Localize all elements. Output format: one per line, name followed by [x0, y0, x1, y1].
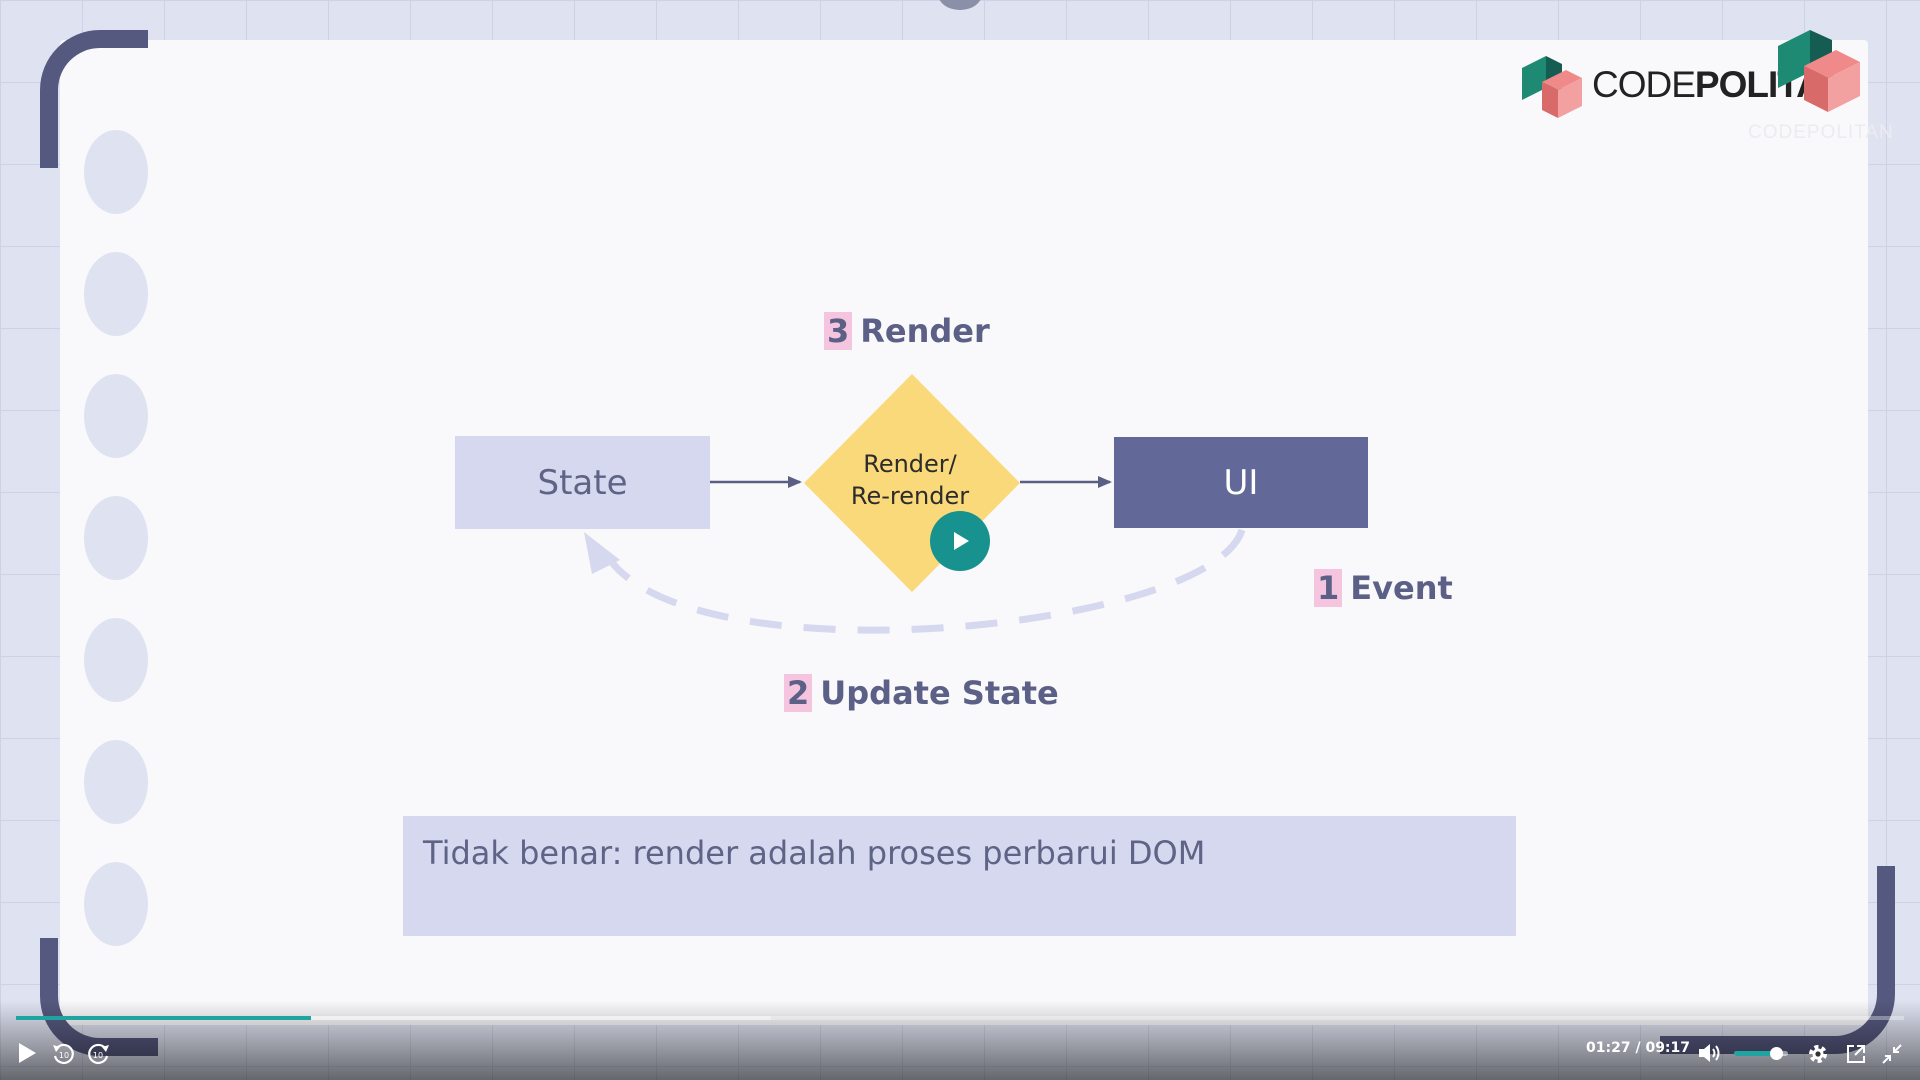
- player-controls-bar: [0, 1000, 1920, 1080]
- volume-level: [1734, 1051, 1777, 1056]
- binder-notch: [84, 740, 148, 824]
- duration: 09:17: [1645, 1040, 1691, 1056]
- step-number: 2: [784, 674, 813, 712]
- render-node-label: Render/ Re-render: [790, 440, 1030, 520]
- rewind-10-button[interactable]: 10: [50, 1040, 78, 1068]
- binder-notch: [84, 862, 148, 946]
- render-node-line1: Render/: [863, 450, 957, 478]
- render-node-line2: Re-render: [850, 482, 970, 510]
- binder-notch: [84, 618, 148, 702]
- center-play-button[interactable]: [930, 511, 990, 571]
- current-time: 01:27: [1586, 1040, 1631, 1056]
- top-knob: [938, 0, 982, 10]
- svg-text:10: 10: [93, 1051, 103, 1060]
- svg-text:10: 10: [59, 1051, 69, 1060]
- ui-node: UI: [1114, 437, 1368, 528]
- step-number: 3: [824, 312, 853, 350]
- forward-10-icon: 10: [88, 1043, 109, 1065]
- mute-button[interactable]: [1696, 1040, 1724, 1066]
- binder-notch: [84, 496, 148, 580]
- time-display: 01:27 / 09:17: [1586, 1040, 1690, 1056]
- progress-bar[interactable]: [16, 1016, 1904, 1020]
- binder-notch: [84, 374, 148, 458]
- play-icon: [19, 1043, 36, 1063]
- time-separator: /: [1635, 1040, 1641, 1056]
- codepolitan-logo: CODEPOLITAN: [1512, 30, 1872, 122]
- popout-icon: [1847, 1045, 1865, 1063]
- logo-cube-large-icon: [1778, 30, 1860, 112]
- rewind-10-icon: 10: [53, 1043, 74, 1065]
- progress-buffered: [16, 1016, 772, 1020]
- state-node: State: [455, 436, 710, 529]
- binder-notch: [84, 252, 148, 336]
- volume-slider[interactable]: [1734, 1047, 1788, 1060]
- dashed-update-arc: [607, 528, 1246, 634]
- step-text: Render: [860, 312, 990, 350]
- play-icon: [954, 532, 969, 550]
- logo-watermark: CODEPOLITAN: [1748, 122, 1894, 143]
- settings-gear-icon: [1809, 1045, 1827, 1063]
- volume-icon: [1699, 1044, 1720, 1062]
- step-text: Event: [1350, 569, 1453, 607]
- note-box: Tidak benar: render adalah proses perbar…: [403, 816, 1516, 936]
- logo-cube-icon: [1522, 56, 1582, 118]
- note-text: Tidak benar: render adalah proses perbar…: [423, 834, 1206, 872]
- popout-button[interactable]: [1842, 1040, 1870, 1068]
- forward-10-button[interactable]: 10: [84, 1040, 112, 1068]
- exit-fullscreen-icon: [1882, 1044, 1902, 1064]
- volume-knob[interactable]: [1770, 1047, 1784, 1060]
- play-button[interactable]: [12, 1038, 42, 1068]
- settings-button[interactable]: [1804, 1040, 1832, 1068]
- progress-played: [16, 1016, 311, 1020]
- step-number: 1: [1314, 569, 1343, 607]
- dashed-arc-arrowhead: [584, 532, 620, 574]
- exit-fullscreen-button[interactable]: [1878, 1040, 1906, 1068]
- step-text: Update State: [820, 674, 1059, 712]
